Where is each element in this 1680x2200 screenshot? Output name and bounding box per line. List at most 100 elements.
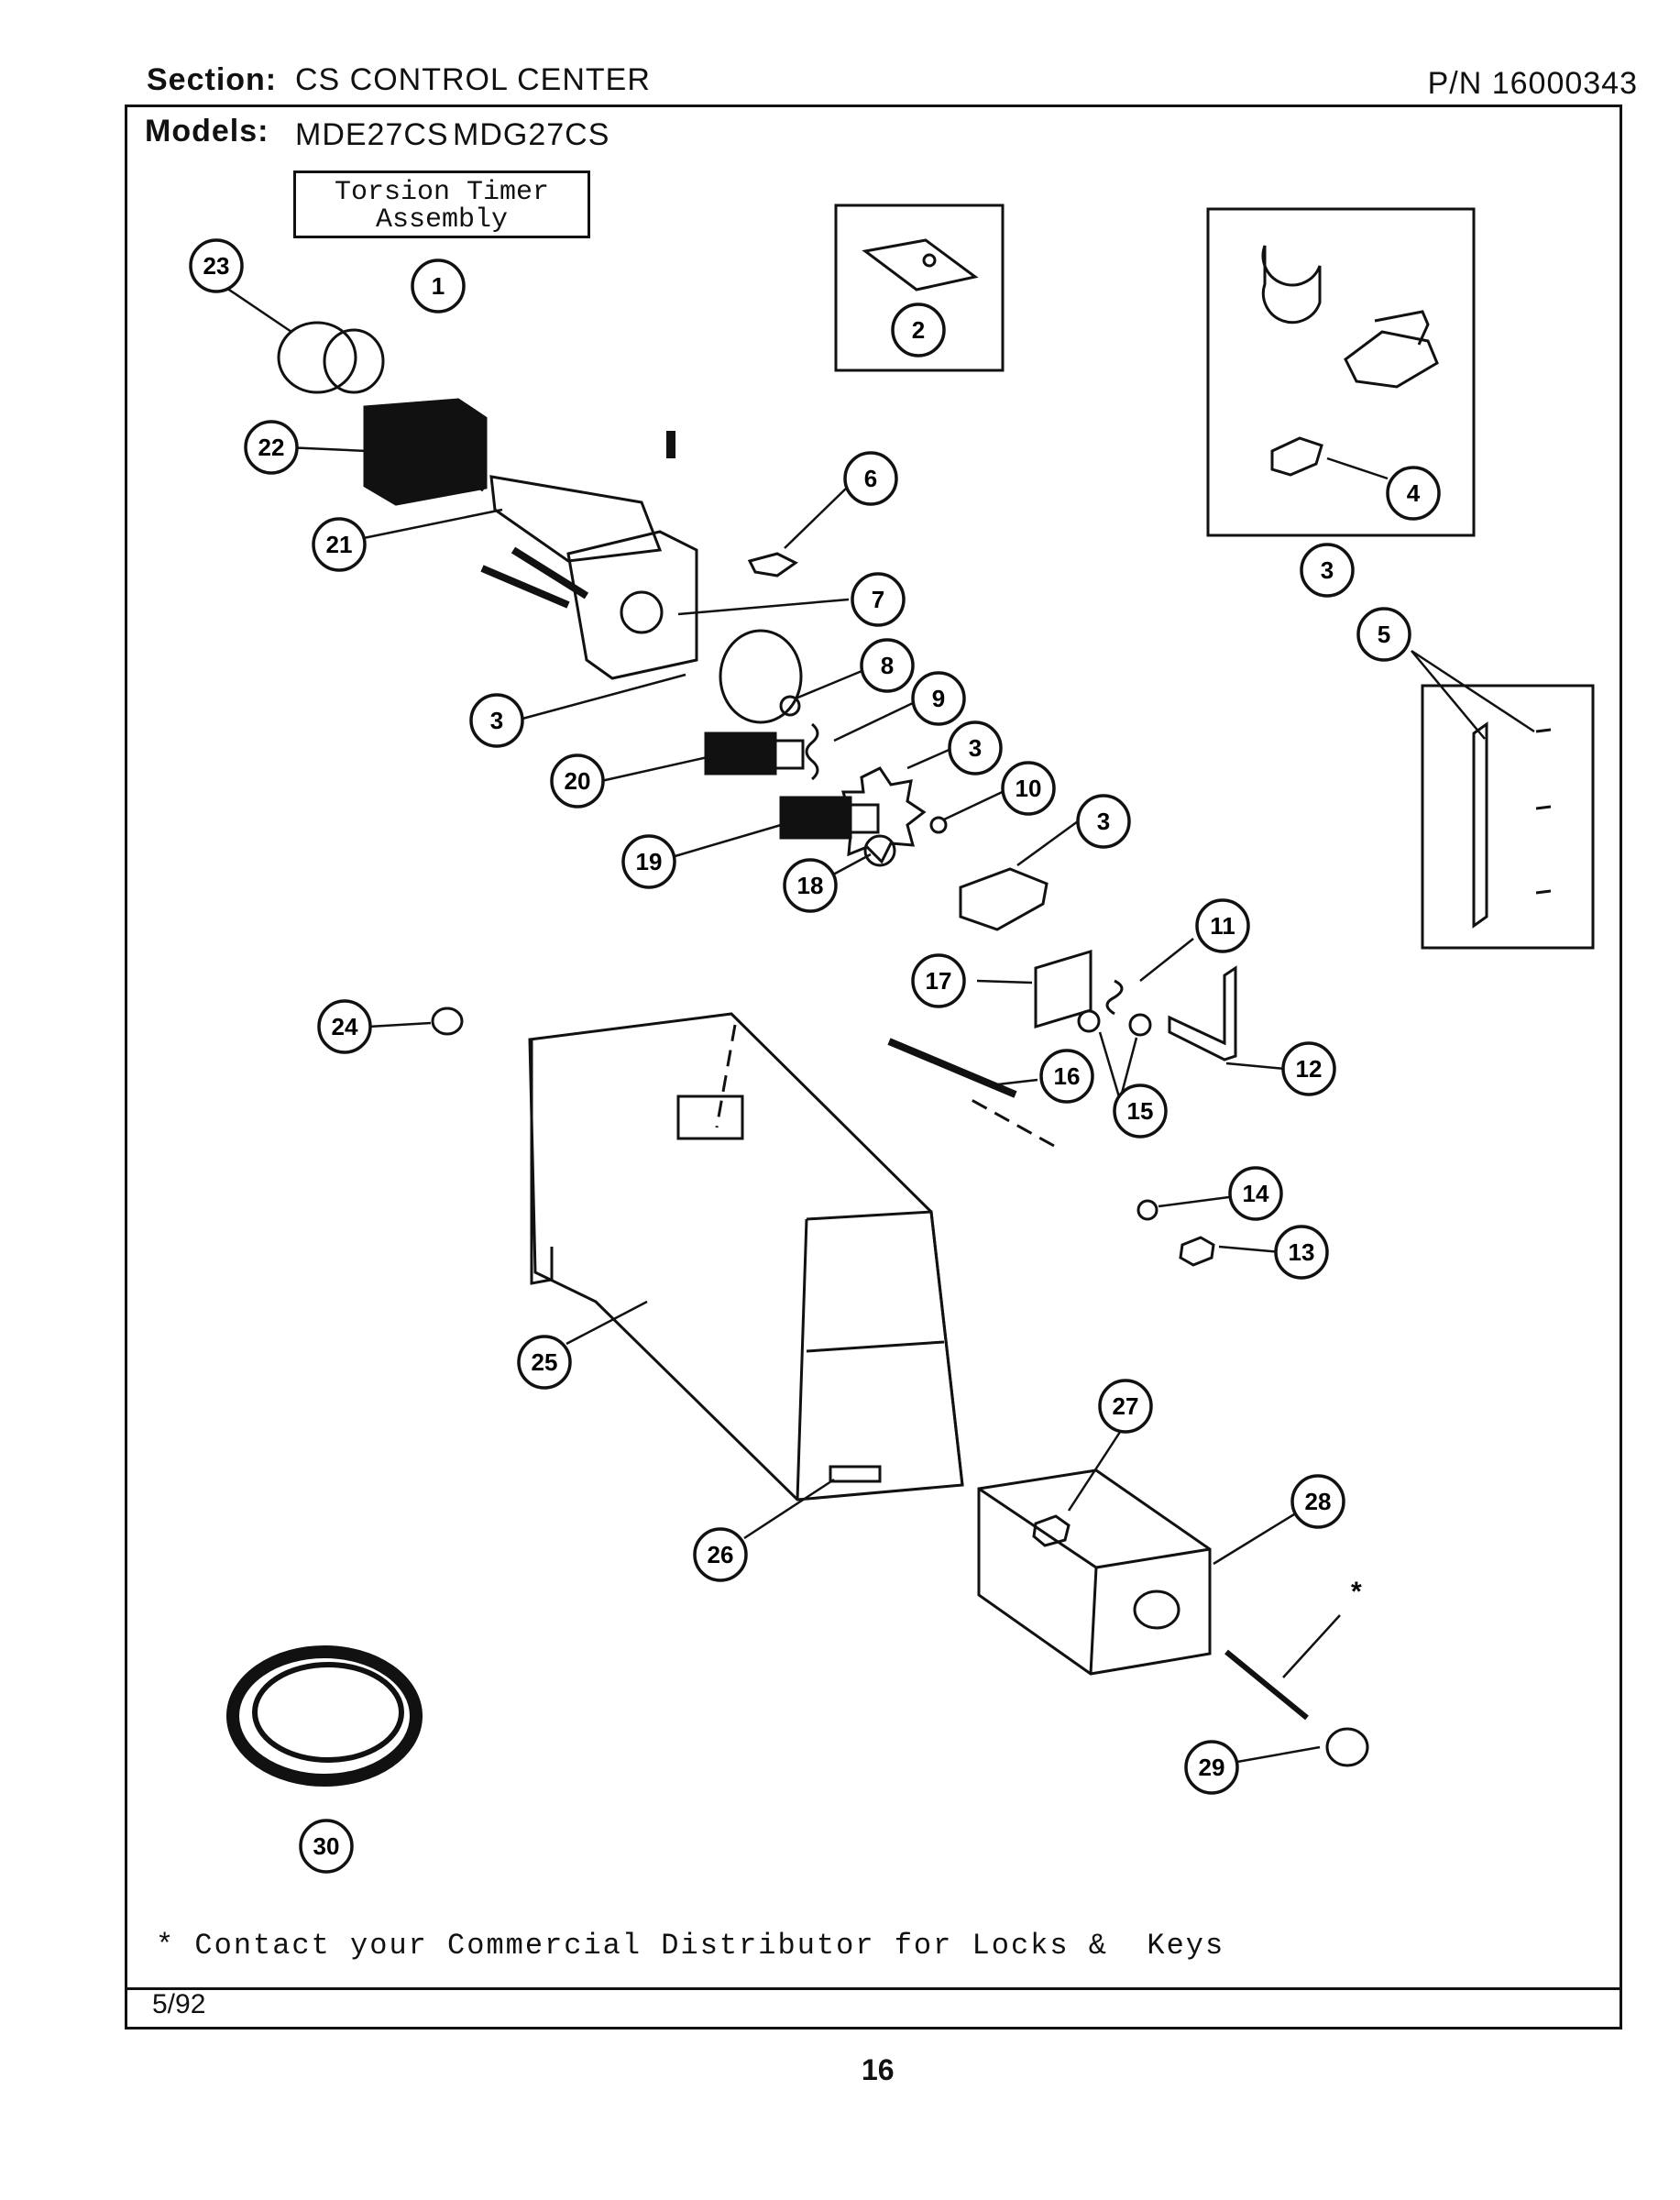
inset-3-clip bbox=[1270, 436, 1323, 477]
svg-text:13: 13 bbox=[1289, 1238, 1315, 1266]
part-19-end bbox=[849, 803, 880, 834]
callout-22: 22 bbox=[244, 420, 299, 475]
svg-text:17: 17 bbox=[926, 967, 952, 995]
title-line-2: Assembly bbox=[375, 204, 509, 236]
svg-text:25: 25 bbox=[532, 1348, 558, 1376]
callout-9: 9 bbox=[911, 671, 966, 726]
svg-text:16: 16 bbox=[1054, 1062, 1081, 1090]
part-18-spring bbox=[863, 834, 896, 867]
part-20-end bbox=[774, 739, 805, 770]
svg-text:9: 9 bbox=[932, 685, 945, 712]
part-3-lever bbox=[959, 867, 1049, 931]
asterisk-mark: * bbox=[1351, 1577, 1362, 1607]
svg-text:12: 12 bbox=[1296, 1055, 1323, 1083]
callout-16: 16 bbox=[1039, 1049, 1094, 1104]
callout-6: 6 bbox=[843, 451, 898, 506]
model-1: MDE27CS bbox=[295, 117, 449, 152]
callout-24: 24 bbox=[317, 999, 372, 1054]
callout-11: 11 bbox=[1195, 898, 1250, 953]
footnote: * Contact your Commercial Distributor fo… bbox=[156, 1929, 1225, 1963]
part-28-lock-hole bbox=[1133, 1590, 1180, 1630]
callout-3d: 3 bbox=[1076, 794, 1131, 849]
footer-date: 5/92 bbox=[152, 1989, 206, 2019]
svg-text:8: 8 bbox=[881, 652, 894, 679]
svg-text:3: 3 bbox=[969, 734, 982, 762]
part-23-motor bbox=[277, 321, 357, 394]
part-3-cam bbox=[719, 629, 803, 724]
dashed-line-16 bbox=[715, 1024, 737, 1128]
svg-text:3: 3 bbox=[490, 707, 503, 734]
part-5-screw-2 bbox=[1535, 805, 1552, 810]
part-29-lock bbox=[1325, 1727, 1369, 1767]
part-5-bracket bbox=[1472, 721, 1488, 929]
inset-box-2 bbox=[834, 204, 1005, 372]
callout-12: 12 bbox=[1281, 1041, 1336, 1096]
inset-box-5 bbox=[1421, 684, 1595, 950]
svg-text:27: 27 bbox=[1113, 1392, 1139, 1420]
callout-30: 30 bbox=[299, 1819, 354, 1874]
svg-text:11: 11 bbox=[1210, 912, 1235, 940]
part-25-divider bbox=[806, 1340, 945, 1353]
callout-8: 8 bbox=[860, 638, 915, 693]
part-16-rod bbox=[887, 1038, 1017, 1098]
part-13-nut bbox=[1179, 1236, 1215, 1267]
part-10-clip bbox=[929, 816, 948, 834]
svg-text:1: 1 bbox=[432, 272, 445, 300]
svg-text:20: 20 bbox=[565, 767, 591, 795]
part-29-shaft bbox=[1224, 1649, 1309, 1721]
callout-4: 4 bbox=[1386, 466, 1441, 521]
svg-text:3: 3 bbox=[1321, 556, 1334, 584]
svg-text:19: 19 bbox=[636, 848, 663, 875]
part-15-nut-1 bbox=[1077, 1009, 1101, 1033]
part-number: P/N 16000343 bbox=[1427, 66, 1638, 101]
part-25-side bbox=[530, 1040, 554, 1285]
part-25-console bbox=[528, 1012, 964, 1502]
title-box: Torsion Timer Assembly bbox=[293, 170, 590, 238]
callout-7: 7 bbox=[851, 572, 906, 627]
inset-3-switch bbox=[1344, 330, 1439, 389]
part-7-spring bbox=[620, 590, 664, 634]
callout-3a: 3 bbox=[1300, 543, 1355, 598]
callout-26: 26 bbox=[693, 1527, 748, 1582]
inset-3-lever bbox=[1374, 310, 1430, 346]
callout-18: 18 bbox=[783, 858, 838, 913]
inset-3-cam bbox=[1261, 245, 1322, 324]
part-26-slot bbox=[829, 1465, 882, 1483]
svg-text:14: 14 bbox=[1243, 1180, 1269, 1207]
svg-text:18: 18 bbox=[797, 872, 824, 899]
part-28-coin-box bbox=[977, 1468, 1212, 1676]
part-15-nut-2 bbox=[1128, 1013, 1152, 1037]
callout-20: 20 bbox=[550, 754, 605, 808]
section-label: Section: bbox=[147, 62, 278, 97]
part-22-timer bbox=[363, 398, 488, 506]
part-25-front-edge bbox=[806, 1210, 964, 1486]
part-30-harness bbox=[226, 1645, 423, 1787]
svg-text:7: 7 bbox=[872, 586, 884, 613]
diagram-frame bbox=[125, 104, 1622, 2030]
callout-17: 17 bbox=[911, 953, 966, 1008]
callout-15: 15 bbox=[1113, 1084, 1168, 1138]
callout-27: 27 bbox=[1098, 1379, 1153, 1434]
svg-text:5: 5 bbox=[1378, 621, 1390, 648]
svg-text:6: 6 bbox=[864, 465, 877, 492]
callout-3b: 3 bbox=[469, 693, 524, 748]
part-20-switch bbox=[704, 732, 777, 776]
callout-3c: 3 bbox=[948, 720, 1003, 776]
bolt-2 bbox=[511, 546, 589, 600]
part-25-opening bbox=[676, 1094, 744, 1140]
svg-text:22: 22 bbox=[258, 434, 285, 461]
part-23-motor-face bbox=[323, 328, 385, 394]
svg-text:29: 29 bbox=[1199, 1754, 1225, 1781]
svg-text:24: 24 bbox=[332, 1013, 358, 1040]
part-17-bracket bbox=[1034, 949, 1093, 1029]
svg-text:15: 15 bbox=[1127, 1097, 1154, 1125]
footer-rule bbox=[125, 1987, 1622, 1990]
title-line-1: Torsion Timer bbox=[334, 177, 550, 208]
callout-5: 5 bbox=[1356, 607, 1411, 662]
dashed-line-16b bbox=[971, 1098, 1055, 1148]
part-24-washer bbox=[431, 1006, 464, 1036]
svg-text:2: 2 bbox=[912, 316, 925, 344]
part-30-harness-inner bbox=[252, 1662, 404, 1763]
part-25-front-left bbox=[796, 1218, 808, 1501]
